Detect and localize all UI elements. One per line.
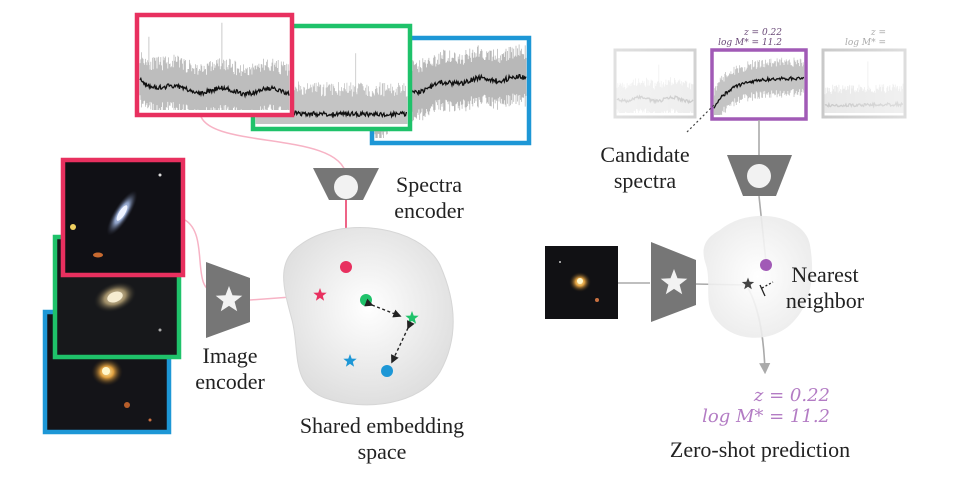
shared-embedding-space-blob	[283, 227, 454, 406]
spectra-encoder	[313, 168, 379, 200]
spectrum-embedding-red	[340, 261, 352, 273]
image-embedding-blue	[343, 354, 357, 367]
nearest-neighbor-label: Nearest neighbor	[785, 262, 865, 313]
right-image-encoder	[651, 242, 696, 322]
galaxy-image-red	[60, 157, 186, 278]
query-galaxy-image	[545, 246, 618, 319]
image-embedding-green	[405, 311, 419, 324]
prediction-readout: z = 0.22 log M* = 11.2	[620, 385, 830, 427]
spectrum-mean-trace	[713, 75, 805, 109]
fade-overlay-left	[580, 30, 700, 125]
spectra-encoder-label: Spectra encoder	[394, 172, 464, 223]
circle-in-trapezoid-icon	[334, 175, 358, 199]
inference-embedding-space-blob	[703, 215, 813, 338]
candidate-spectrum-plot-selected	[713, 57, 805, 115]
selected-candidate-annotation: z = 0.22 log M* = 11.2	[718, 28, 782, 48]
spectrum-plot-red	[139, 22, 290, 110]
fade-overlay-right	[815, 30, 960, 125]
spectrum-to-encoder-line	[199, 112, 347, 176]
predicted-stellar-mass: log M* = 11.2	[702, 406, 830, 427]
image-embedding-red	[313, 288, 327, 301]
right-spectra-encoder	[727, 155, 792, 196]
image-encoder	[206, 262, 250, 338]
faded-candidate-annotation: z = log M* =	[844, 28, 886, 48]
candidate-spectra-label: Candidate spectra	[600, 142, 690, 193]
similarity-arrows	[364, 298, 415, 364]
candidate-pointer	[686, 103, 716, 133]
image-encoder-label: Image encoder	[195, 343, 265, 394]
spectrum-embedding-blue	[381, 365, 393, 377]
nearest-neighbor-spectrum-point	[760, 259, 772, 271]
spectrum-panel-red	[134, 12, 295, 118]
candidate-spectrum-selected	[710, 48, 808, 121]
spectrum-embedding-green	[360, 294, 372, 306]
zero-shot-label: Zero-shot prediction	[669, 437, 851, 462]
star-in-trapezoid-icon	[660, 269, 688, 295]
nearest-neighbor-tick	[759, 284, 766, 297]
query-image-embedding	[741, 277, 755, 290]
shared-space-label: Shared embedding space	[299, 413, 465, 464]
circle-in-trapezoid-icon	[747, 164, 771, 188]
star-in-trapezoid-icon	[215, 286, 243, 312]
predicted-redshift: z = 0.22	[753, 385, 830, 406]
spectrum-mean-trace	[139, 76, 290, 99]
